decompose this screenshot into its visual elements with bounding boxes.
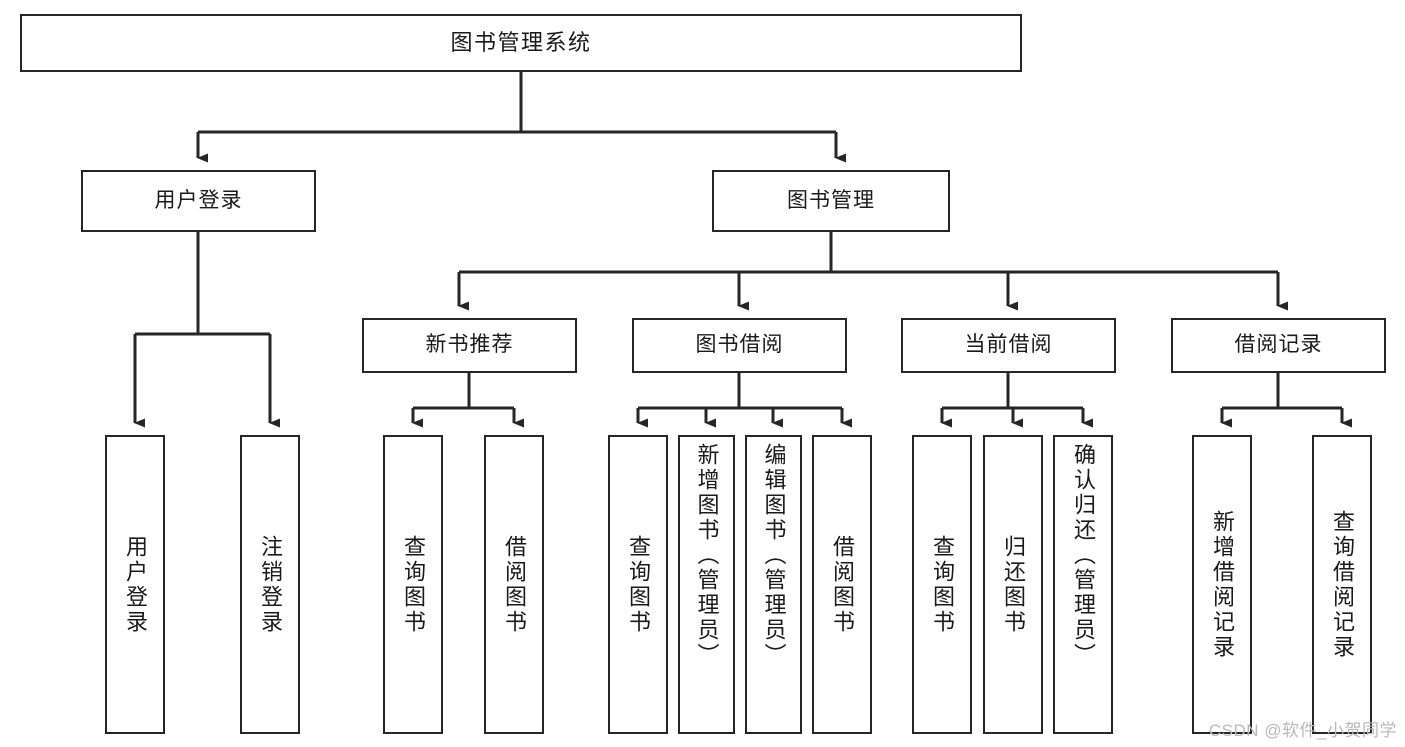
node-label: 借阅图书 — [830, 534, 855, 635]
leaf-user-login-login[interactable]: 用户登录 — [105, 435, 165, 734]
node-label: 新书推荐 — [425, 333, 514, 357]
leaf-borrow-record-add-record[interactable]: 新增借阅记录 — [1192, 435, 1252, 734]
node-new-book-recommend[interactable]: 新书推荐 — [362, 318, 577, 373]
leaf-current-borrow-confirm-return-admin[interactable]: 确认归还（管理员） — [1053, 435, 1113, 734]
leaf-borrow-record-query-record[interactable]: 查询借阅记录 — [1312, 435, 1372, 734]
node-label: 借阅记录 — [1234, 333, 1323, 357]
node-root-book-management-system[interactable]: 图书管理系统 — [20, 14, 1022, 72]
node-label: 编辑图书（管理员） — [761, 443, 787, 668]
node-label: 当前借阅 — [964, 333, 1053, 357]
node-label: 图书管理 — [787, 188, 875, 212]
leaf-book-borrow-borrow-book[interactable]: 借阅图书 — [812, 435, 872, 734]
leaf-book-borrow-query-book[interactable]: 查询图书 — [608, 435, 668, 734]
node-label: 查询借阅记录 — [1330, 509, 1355, 660]
node-label: 图书管理系统 — [450, 30, 592, 56]
node-label: 图书借阅 — [695, 333, 784, 357]
node-label: 查询图书 — [930, 534, 955, 635]
node-user-login[interactable]: 用户登录 — [81, 170, 316, 232]
leaf-book-borrow-edit-book-admin[interactable]: 编辑图书（管理员） — [745, 435, 802, 734]
node-current-borrow[interactable]: 当前借阅 — [901, 318, 1116, 373]
node-label: 用户登录 — [154, 188, 243, 212]
leaf-current-borrow-query-book[interactable]: 查询图书 — [912, 435, 972, 734]
node-label: 借阅图书 — [502, 534, 527, 635]
node-label: 新增借阅记录 — [1210, 509, 1235, 660]
node-label: 查询图书 — [626, 534, 651, 635]
node-book-management[interactable]: 图书管理 — [712, 170, 950, 232]
leaf-book-borrow-add-book-admin[interactable]: 新增图书（管理员） — [678, 435, 735, 734]
node-label: 归还图书 — [1001, 534, 1026, 635]
leaf-current-borrow-return-book[interactable]: 归还图书 — [983, 435, 1043, 734]
node-label: 注销登录 — [258, 534, 283, 635]
node-label: 用户登录 — [123, 534, 148, 635]
node-label: 确认归还（管理员） — [1071, 443, 1096, 668]
node-label: 新增图书（管理员） — [694, 443, 720, 668]
leaf-user-login-logout[interactable]: 注销登录 — [240, 435, 300, 734]
leaf-new-book-borrow-book[interactable]: 借阅图书 — [484, 435, 544, 734]
node-borrow-record[interactable]: 借阅记录 — [1171, 318, 1386, 373]
node-book-borrow[interactable]: 图书借阅 — [632, 318, 847, 373]
node-label: 查询图书 — [401, 534, 426, 635]
csdn-watermark: CSDN @软件_小贺同学 — [1208, 721, 1397, 740]
leaf-new-book-query-book[interactable]: 查询图书 — [383, 435, 443, 734]
